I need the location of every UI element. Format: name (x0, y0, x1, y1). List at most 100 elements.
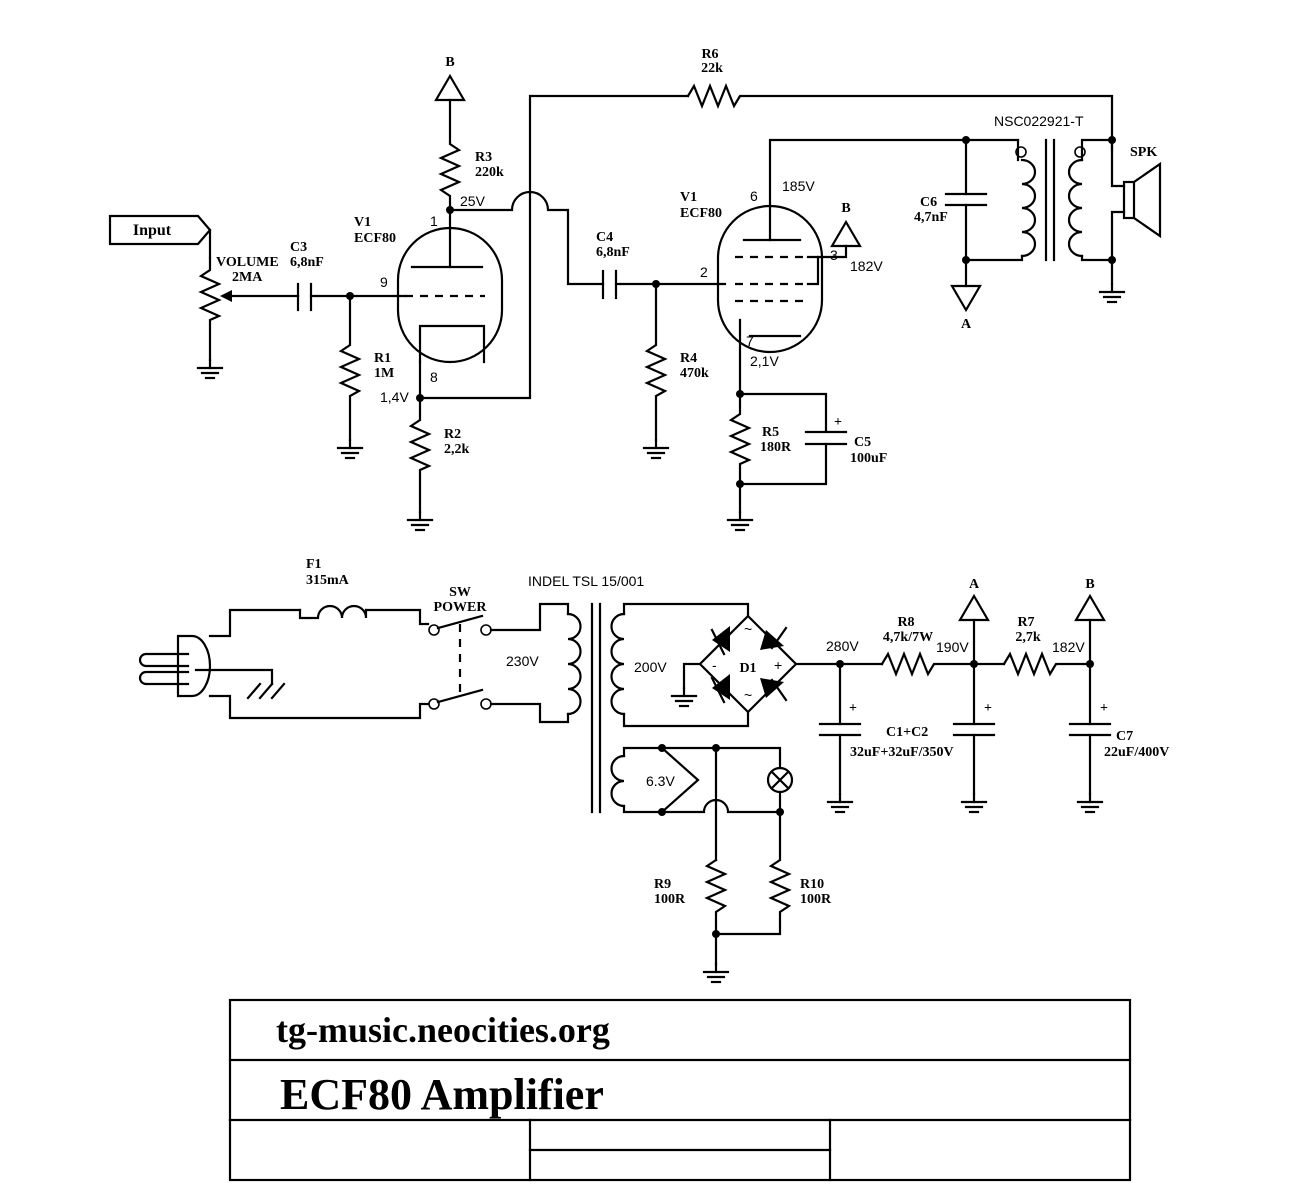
ground-icon (726, 510, 754, 532)
resistor-r6 (686, 83, 1114, 152)
output-transformer (964, 138, 1114, 262)
component-label: ECF80 (680, 206, 722, 221)
component-label: 2,1V (750, 353, 779, 369)
component-label: R3 (475, 150, 492, 165)
component-label: 182V (1052, 639, 1085, 655)
component-label: 6,8nF (290, 255, 324, 270)
resistor-r7 (1002, 651, 1092, 677)
component-label: C3 (290, 240, 307, 255)
ground-icon (1098, 282, 1126, 304)
component-label: 1M (374, 366, 394, 381)
component-label: Input (133, 222, 172, 239)
capacitor-c5 (738, 430, 848, 486)
fuse-icon (298, 604, 368, 620)
power-rail-arrow-icon (958, 593, 990, 622)
component-label: 9 (380, 274, 388, 290)
component-label: NSC022921-T (994, 113, 1084, 129)
component-label: 315mA (306, 573, 350, 588)
capacitor-c1 (818, 722, 862, 737)
component-label: F1 (306, 557, 322, 572)
input-connector: Input (108, 214, 212, 246)
component-label: 22k (701, 61, 723, 76)
capacitor-c4 (601, 269, 618, 300)
component-label: 220k (475, 165, 504, 180)
ground-icon (702, 962, 730, 984)
component-label: C4 (596, 230, 613, 245)
drawing-title: ECF80 Amplifier (280, 1070, 604, 1119)
component-label: R10 (800, 877, 824, 892)
component-label: 2 (700, 264, 708, 280)
component-label: + (1100, 701, 1108, 716)
component-label: A (969, 577, 980, 592)
component-label: R1 (374, 351, 391, 366)
component-label: ~ (744, 621, 752, 637)
component-label: 100R (654, 892, 686, 907)
ground-icon (826, 792, 854, 814)
component-label: C5 (854, 435, 871, 450)
component-label: 32uF+32uF/350V (850, 745, 954, 760)
ground-icon (406, 510, 434, 532)
resistor-r5 (728, 392, 752, 514)
component-label: + (984, 701, 992, 716)
component-label: 280V (826, 638, 859, 654)
component-label: SW (449, 585, 471, 600)
component-label: INDEL TSL 15/001 (528, 573, 644, 589)
ground-icon (960, 792, 988, 814)
resistor-r8 (880, 651, 1006, 677)
capacitor-c6 (944, 192, 988, 207)
component-label: R9 (654, 877, 671, 892)
ground-icon (642, 438, 670, 460)
component-label: R2 (444, 427, 461, 442)
component-label: 6 (750, 188, 758, 204)
website-url: tg-music.neocities.org (276, 1010, 610, 1050)
ground-icon (336, 438, 364, 460)
component-label: 6,8nF (596, 245, 630, 260)
component-label: R5 (762, 425, 779, 440)
component-label: 2MA (232, 270, 263, 285)
component-label: 4,7nF (914, 210, 948, 225)
component-label: ~ (744, 687, 752, 703)
component-label: R7 (1017, 615, 1034, 630)
component-label: C1+C2 (886, 725, 928, 740)
component-label: 22uF/400V (1104, 745, 1169, 760)
component-label: V1 (680, 190, 697, 205)
component-label: V1 (354, 215, 371, 230)
component-label: 25V (460, 193, 486, 209)
component-label: 6.3V (646, 773, 675, 789)
component-label: R6 (701, 47, 718, 62)
component-label: 8 (430, 369, 438, 385)
component-label: C7 (1116, 729, 1133, 744)
power-switch (428, 614, 492, 710)
triode-v1 (396, 226, 504, 364)
component-label: 190V (936, 639, 969, 655)
component-label: + (849, 701, 857, 716)
capacitor-c3 (296, 282, 313, 312)
ground-icon (670, 686, 698, 708)
bridge-rectifier-icon (698, 614, 798, 714)
capacitor-c2 (952, 722, 996, 737)
power-rail-arrow-icon (830, 219, 862, 248)
loudspeaker-icon (1122, 161, 1162, 239)
component-label: B (841, 201, 850, 216)
component-label: 185V (782, 178, 815, 194)
ground-icon (1076, 792, 1104, 814)
mains-transformer (566, 602, 626, 814)
component-label: 2,2k (444, 442, 470, 457)
component-label: 4,7k/7W (883, 630, 933, 645)
component-label: 1,4V (380, 389, 409, 405)
pentode-v1 (716, 204, 824, 354)
resistor-r4 (644, 282, 668, 442)
power-rail-arrow-icon (434, 73, 466, 102)
resistor-r10 (714, 810, 792, 936)
component-label: 200V (634, 659, 667, 675)
component-label: 1 (430, 213, 438, 229)
ground-icon (196, 358, 224, 380)
volume-potentiometer (198, 256, 300, 362)
component-label: 7 (746, 333, 754, 349)
component-label: D1 (739, 661, 756, 676)
component-label: 100R (800, 892, 832, 907)
component-label: SPK (1130, 145, 1157, 160)
component-label: 100uF (850, 451, 887, 466)
component-label: 180R (760, 440, 792, 455)
